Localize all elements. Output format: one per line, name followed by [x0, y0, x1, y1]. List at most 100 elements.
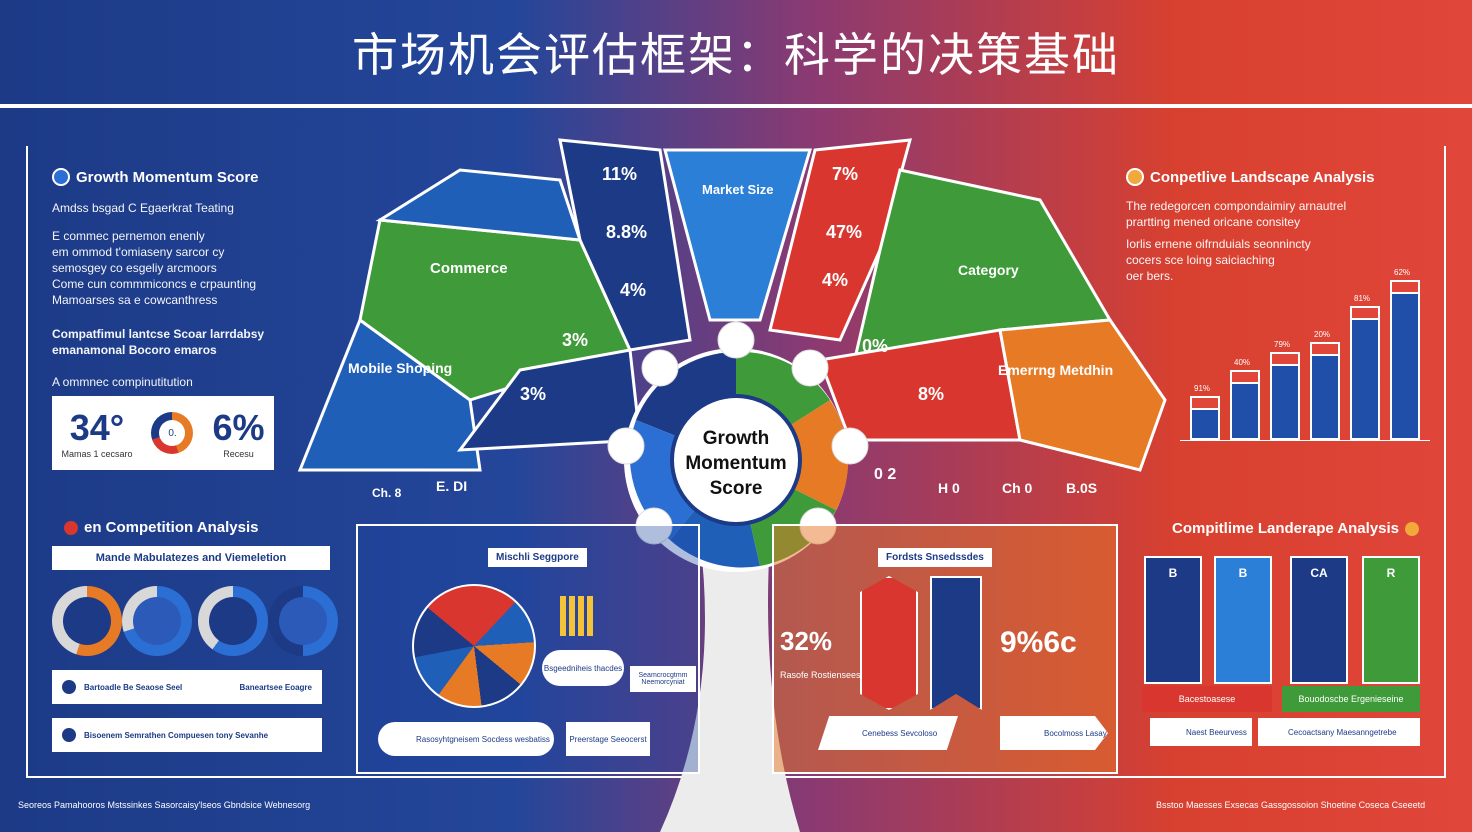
stat-s1: 11% — [602, 164, 638, 184]
card-1-title: B — [1168, 566, 1178, 580]
opp-line: A ommnec compinutitution — [52, 375, 193, 389]
right-bar-label: 79% — [1274, 340, 1291, 349]
stat-b-sub: Recesu — [223, 449, 254, 459]
stat-a-value: 34° — [69, 407, 125, 448]
comp-analysis-title: en Competition Analysis — [84, 519, 259, 536]
growth-sub: Amdss bsgad C Egaerkrat Teating — [52, 201, 234, 215]
bar-3: Bisoenem Semrathen Compuesen tony Sevanh… — [52, 718, 322, 752]
stat-ring-icon: 0. — [151, 412, 194, 454]
right-bar — [1310, 354, 1340, 440]
stat-b-value: 6% — [212, 407, 265, 448]
growth-line: Mamoarses sa e cowcanthress — [52, 293, 218, 307]
comp-line: Compatfimul lantcse Scoar larrdabsy — [52, 327, 265, 341]
growth-body: E commec pernemon enenly em ommod t'omia… — [52, 228, 292, 308]
pie-chart — [412, 584, 536, 708]
segment-mobile — [297, 317, 482, 472]
stat-s7: 47% — [826, 222, 863, 242]
right-bar-label: 20% — [1314, 330, 1331, 339]
right-bar — [1390, 292, 1420, 440]
stat-s4: 3% — [562, 330, 589, 350]
growth-line: E commec pernemon enenly — [52, 229, 205, 243]
segment-left-top — [375, 168, 583, 242]
right-section: Conpetlive Landscape Analysis The redego… — [1126, 168, 1426, 284]
label-market: Market Size — [702, 182, 774, 197]
growth-heading: Growth Momentum Score — [52, 168, 292, 186]
ring-chart-2 — [122, 586, 192, 656]
bar-1: Mande Mabulatezes and Viemeletion — [52, 546, 330, 570]
stat-ring-label: 0. — [159, 420, 186, 446]
right-bottom-1: Bacestoasese — [1142, 686, 1272, 712]
bar-3-icon — [62, 728, 76, 742]
right-line: Iorlis ernene oifrnduials seonnincty — [1126, 237, 1311, 251]
bar-2-label: Bartoadle Be Seaose Seel — [84, 682, 183, 692]
right-bottom-2: Bouodoscbe Ergenieseine — [1282, 686, 1420, 712]
right-bar-label: 62% — [1394, 268, 1411, 277]
node-4 — [607, 427, 645, 465]
stat-s10: 8% — [918, 384, 945, 404]
node-5 — [831, 427, 869, 465]
panel-orange-big: 32% — [780, 626, 833, 656]
right-bottom-4: Cecoactsany Maesanngetrebe — [1258, 718, 1420, 746]
navy-banner — [930, 576, 982, 710]
info-icon — [52, 168, 70, 186]
right-bar-label: 81% — [1354, 294, 1371, 303]
right-panel-title: Compitlime Landerape Analysis — [1172, 520, 1400, 537]
card-4: R — [1362, 556, 1420, 684]
footer-left: Seoreos Pamahooros Mstssinkes Sasorcaisy… — [18, 800, 311, 810]
card-3-title: CA — [1310, 566, 1328, 580]
ring-chart-3 — [198, 586, 268, 656]
segment-market — [663, 148, 813, 322]
stat-b: 6% Recesu — [212, 407, 264, 459]
br-label-2: H 0 — [938, 480, 960, 496]
right-bar-cap — [1270, 352, 1300, 366]
stat-box: 34° Mamas 1 cecsaro 0. 6% Recesu — [52, 396, 274, 470]
right-bar — [1230, 382, 1260, 440]
panel-blue-foot2: Preerstage Seeocerst — [566, 722, 650, 756]
br-label-3: Ch 0 — [1002, 480, 1033, 496]
growth-line: Come cun commmiconcs e crpaunting — [52, 277, 257, 291]
right-bar-label: 91% — [1194, 384, 1211, 393]
right-line: cocers sce loing saiciaching — [1126, 253, 1275, 267]
comp-analysis-heading: en Competition Analysis — [64, 519, 258, 536]
card-3: CA — [1290, 556, 1348, 684]
comp-line-2: emanamonal Bocoro emaros — [52, 343, 217, 357]
right-bar-cap — [1230, 370, 1260, 384]
label-mobile: Mobile Shoping — [348, 360, 453, 376]
segment-emerging — [998, 318, 1167, 472]
panel-blue: Mischli Seggpore Bsgeedniheis thacdes Se… — [356, 524, 700, 774]
label-emerging: Emerrng Metdhin — [998, 362, 1114, 378]
br-label-4: B.0S — [1066, 480, 1098, 496]
panel-orange: Fordsts Snsedssdes 32% Rasofe Rostiensee… — [772, 524, 1118, 774]
page-title: 市场机会评估框架：科学的决策基础 — [352, 28, 1120, 82]
node-3 — [791, 349, 829, 387]
right-bar — [1350, 318, 1380, 440]
right-panel-heading: Compitlime Landerape Analysis — [1172, 520, 1420, 537]
frame-left — [26, 146, 28, 776]
bar-2: Bartoadle Be Seaose Seel Baneartsee Eoag… — [52, 670, 322, 704]
bar-3-label: Bisoenem Semrathen Compuesen tony Sevanh… — [84, 730, 269, 740]
panel-blue-note2: Seamcrocgtmm Neemorcyniat — [630, 666, 696, 692]
panel-orange-foot: Cenebess Sevcoloso — [818, 716, 958, 750]
stat-s8: 4% — [822, 270, 849, 290]
footer-right: Bsstoo Maesses Exsecas Gassgossoion Shoe… — [1156, 800, 1426, 810]
bar-cluster-icon — [560, 596, 594, 636]
bullet-icon — [64, 520, 78, 535]
right-line: The redegorcen compondaimiry arnautrel — [1126, 199, 1347, 213]
bl-label-1: Ch. 8 — [372, 486, 402, 500]
right-bar — [1270, 364, 1300, 440]
panel-blue-title: Mischli Seggpore — [488, 548, 587, 567]
right-bar-axis — [1180, 440, 1430, 441]
bar-2-label-b: Baneartsee Eoagre — [239, 682, 312, 692]
right-bar-chart: 91%40%79%20%81%62% — [1180, 250, 1430, 460]
right-bottom-3: Naest Beeurvess — [1150, 718, 1252, 746]
right-bar-cap — [1390, 280, 1420, 294]
ring-chart-4 — [268, 586, 338, 656]
right-body: The redegorcen compondaimiry arnautrel p… — [1126, 198, 1396, 284]
ring-1-inner — [63, 597, 111, 645]
segment-left-inner — [456, 348, 642, 452]
growth-line: semosgey co esgeliy arcmoors — [52, 261, 217, 275]
right-bar-cap — [1350, 306, 1380, 320]
card-2-title: B — [1238, 566, 1248, 580]
label-commerce: Commerce — [430, 260, 508, 277]
frame-bottom — [26, 776, 1446, 778]
